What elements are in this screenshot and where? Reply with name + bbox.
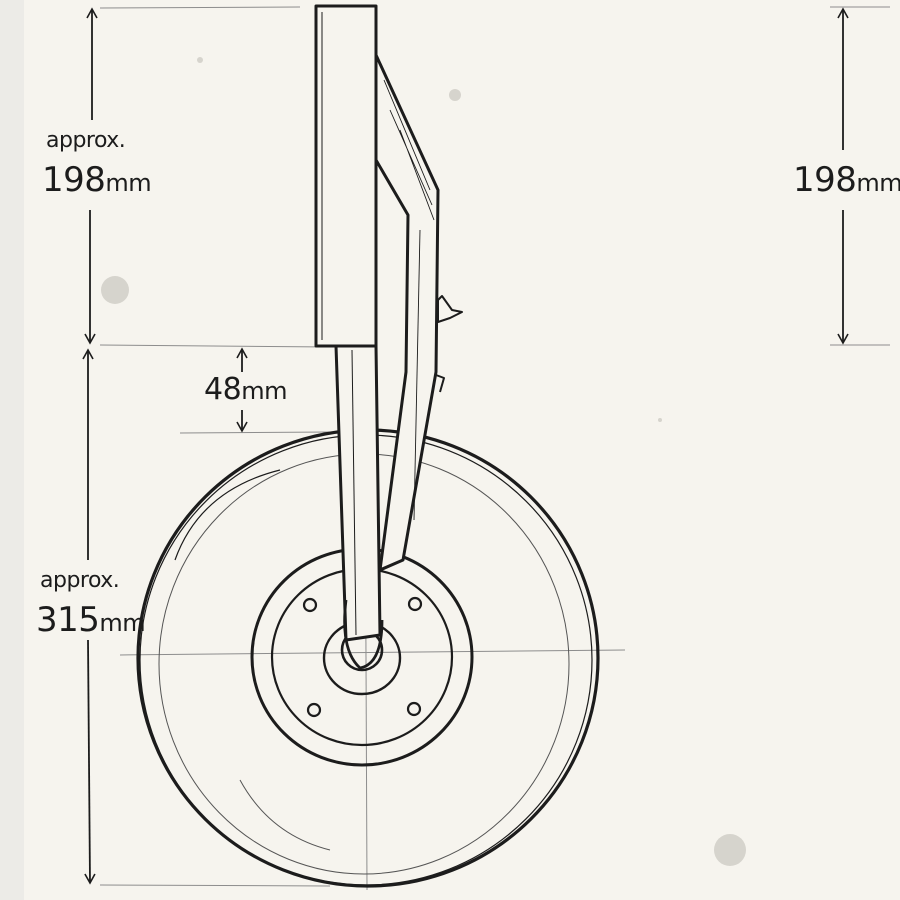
link-bracket xyxy=(435,374,445,393)
dim-upper-left-label: 198mm xyxy=(42,160,152,200)
dim-wheel-bottom xyxy=(84,639,96,885)
bolt-top-right xyxy=(407,596,423,612)
dim-wheel-unit: mm xyxy=(99,609,146,637)
paper-smudges xyxy=(101,57,746,866)
dimension-arrows xyxy=(82,7,849,885)
dim-gap-label: 48mm xyxy=(204,372,287,407)
dim-gap-value: 48 xyxy=(204,372,242,407)
torque-link xyxy=(374,53,440,572)
dim-upper-left-value: 198 xyxy=(42,160,106,200)
dim-gap-unit: mm xyxy=(241,377,287,405)
lower-fork xyxy=(343,599,384,670)
bolt-bottom-left xyxy=(306,702,322,718)
guide-lines xyxy=(99,6,890,891)
dim-wheel-value: 315 xyxy=(36,600,100,640)
dim-upper-right-value: 198 xyxy=(793,160,857,200)
dim-upper-right-unit: mm xyxy=(856,169,900,197)
landing-strut xyxy=(314,4,463,670)
dim-wheel-label: 315mm xyxy=(36,600,146,640)
dim-upper-left-unit: mm xyxy=(105,169,152,197)
pin-tab xyxy=(437,295,463,323)
torque-link-shade xyxy=(383,79,435,221)
bolt-bottom-right xyxy=(406,701,422,717)
dim-wheel-prefix: approx. xyxy=(40,568,120,593)
tire-sheen xyxy=(174,469,281,561)
upper-strut-body xyxy=(314,4,378,348)
tire-sheen-lower xyxy=(239,779,331,851)
oleo-tube xyxy=(334,344,382,642)
dim-upper-right-label: 198mm xyxy=(793,160,900,200)
bolt-top-left xyxy=(302,597,318,613)
dim-upper-left-prefix: approx. xyxy=(46,128,126,153)
